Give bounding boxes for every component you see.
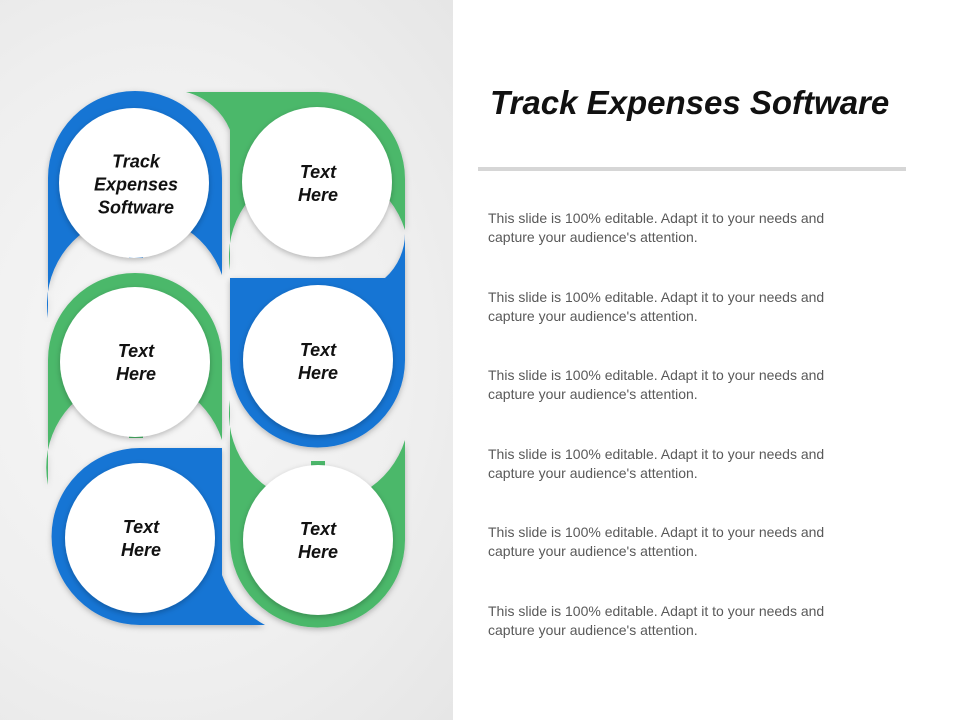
description-item-6: This slide is 100% editable. Adapt it to… xyxy=(488,603,825,638)
node-label-bottom-right: Text Here xyxy=(297,519,339,562)
description-item-4: This slide is 100% editable. Adapt it to… xyxy=(488,446,825,481)
node-label-middle-right: Text Here xyxy=(297,340,339,383)
node-label-middle-left: Text Here xyxy=(115,341,157,384)
description-item-2: This slide is 100% editable. Adapt it to… xyxy=(488,289,825,324)
node-circle-1 xyxy=(59,108,209,258)
description-item-3: This slide is 100% editable. Adapt it to… xyxy=(488,367,825,402)
description-item-1: This slide is 100% editable. Adapt it to… xyxy=(488,210,825,245)
description-item-5: This slide is 100% editable. Adapt it to… xyxy=(488,524,825,559)
node-label-bottom-left: Text Here xyxy=(120,517,162,560)
node-circle-4 xyxy=(60,287,210,437)
title-divider xyxy=(478,167,906,171)
process-cycle-diagram xyxy=(46,91,406,628)
node-circle-6 xyxy=(243,465,393,615)
node-circle-5 xyxy=(65,463,215,613)
node-label-track-expenses: Track Expenses Software xyxy=(93,151,179,218)
node-circle-2 xyxy=(242,107,392,257)
node-circle-3 xyxy=(243,285,393,435)
node-label-top-right: Text Here xyxy=(297,162,339,205)
slide-title: Track Expenses Software xyxy=(490,84,890,121)
